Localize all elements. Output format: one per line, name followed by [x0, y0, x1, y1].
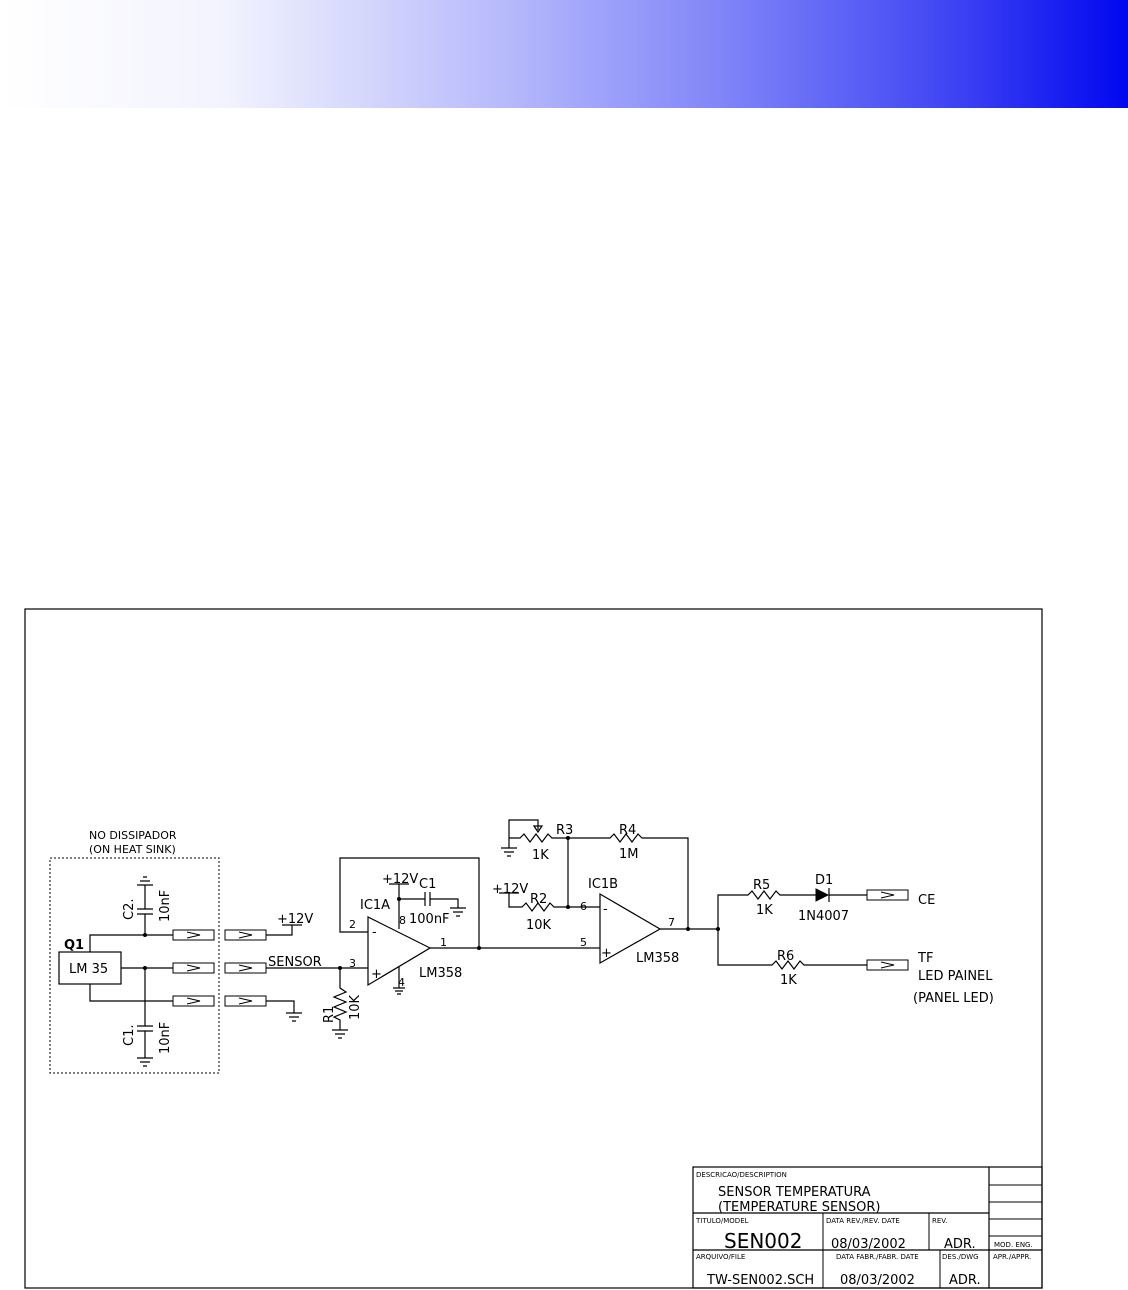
q1-value: LM 35	[69, 962, 108, 977]
drawing-border	[24, 608, 1043, 1289]
r2-ref: R2	[530, 892, 547, 907]
ic1a-opamp: - + IC1A LM358 2 3 1 4 8	[349, 898, 462, 989]
r4-ref: R4	[619, 823, 636, 838]
d1-ref: D1	[815, 873, 833, 888]
c1-bottom-ref: C1.	[122, 1025, 137, 1046]
title-appr-label: APR./APPR.	[993, 1253, 1031, 1261]
r3-trimpot: R3 1K	[501, 819, 573, 863]
title-block: DESCRICAO/DESCRIPTION SENSOR TEMPERATURA…	[692, 1166, 1043, 1289]
svg-text:-: -	[372, 925, 377, 940]
c2-ref: C2.	[122, 899, 137, 920]
r2-value: 10K	[526, 918, 552, 933]
r1-ref: R1	[322, 1006, 337, 1023]
output-ce-label: CE	[918, 893, 935, 908]
c2-value: 10nF	[158, 890, 173, 922]
connector-pair-sensor	[172, 962, 267, 974]
svg-text:2: 2	[349, 918, 356, 931]
connector-ce	[866, 889, 909, 901]
c2-capacitor: C2. 10nF	[122, 876, 173, 935]
title-fab-date-label: DATA FABR./FABR. DATE	[836, 1253, 919, 1261]
c1-bottom-value: 10nF	[158, 1022, 173, 1054]
svg-text:+: +	[371, 967, 382, 982]
title-dwg: ADR.	[949, 1273, 981, 1288]
svg-text:+: +	[601, 946, 612, 961]
junction-dot	[477, 946, 481, 950]
r3-value: 1K	[532, 848, 549, 863]
c1-heatsink-capacitor: C1. 10nF	[122, 968, 173, 1067]
heat-sink-label: NO DISSIPADOR	[89, 829, 177, 842]
ic1b-opamp: - + IC1B LM358 6 5 7	[580, 877, 679, 966]
svg-text:4: 4	[398, 976, 405, 989]
c1-value: 100nF	[409, 912, 450, 927]
heat-sink-region: NO DISSIPADOR (ON HEAT SINK)	[49, 829, 220, 1074]
d1-value: 1N4007	[798, 909, 849, 924]
svg-text:7: 7	[668, 916, 675, 929]
r2-resistor: +12V R2 10K	[492, 882, 600, 933]
title-desc: SENSOR TEMPERATURA	[718, 1185, 871, 1200]
r5-resistor: R5 1K	[753, 878, 773, 918]
title-desc-label: DESCRICAO/DESCRIPTION	[696, 1171, 787, 1179]
title-model: SEN002	[724, 1229, 802, 1253]
title-model-label: TITULO/MODEL	[695, 1217, 749, 1225]
r5-value: 1K	[756, 903, 773, 918]
svg-text:-: -	[603, 902, 608, 917]
net-plus12-label: +12V	[277, 912, 313, 927]
net-sensor-label: SENSOR	[268, 955, 322, 970]
title-desc-en: (TEMPERATURE SENSOR)	[718, 1200, 881, 1215]
svg-text:5: 5	[580, 936, 587, 949]
c1-ref: C1	[419, 877, 436, 892]
r6-ref: R6	[777, 949, 794, 964]
r2-plus12-label: +12V	[492, 882, 528, 897]
r6-resistor: R6 1K	[777, 949, 797, 988]
r1-resistor: R1 10K	[322, 968, 363, 1039]
title-mod-label: MOD. ENG.	[994, 1241, 1033, 1249]
q1-ref: Q1	[64, 938, 84, 953]
r6-value: 1K	[780, 973, 797, 988]
ic1b-ref: IC1B	[588, 877, 618, 892]
ground-symbol	[266, 1000, 302, 1022]
title-rev-date: 08/03/2002	[831, 1237, 906, 1252]
ic1a-plus12-label: +12V	[382, 872, 418, 887]
ic1b-part: LM358	[636, 951, 679, 966]
heat-sink-label-en: (ON HEAT SINK)	[89, 843, 176, 856]
title-rev-label: REV.	[932, 1217, 947, 1225]
title-fab-date: 08/03/2002	[840, 1273, 915, 1288]
ic1a-ref: IC1A	[360, 898, 390, 913]
svg-text:8: 8	[399, 914, 406, 927]
output-led-label: LED PAINEL	[918, 969, 993, 984]
title-file-label: ARQUIVO/FILE	[696, 1253, 745, 1261]
title-file: TW-SEN002.SCH	[706, 1273, 814, 1288]
connector-pair-plus12	[172, 929, 267, 941]
title-rev: ADR.	[944, 1237, 976, 1252]
r3-ref: R3	[556, 823, 573, 838]
c1-decoupling-capacitor: C1 100nF	[399, 877, 466, 927]
r4-value: 1M	[619, 847, 639, 862]
svg-text:6: 6	[580, 900, 587, 913]
r5-ref: R5	[753, 878, 770, 893]
svg-text:1: 1	[440, 936, 447, 949]
output-tf-label: TF	[917, 951, 933, 966]
svg-text:3: 3	[349, 957, 356, 970]
d1-diode: D1 1N4007	[798, 873, 867, 924]
r1-value: 10K	[348, 994, 363, 1020]
connector-tf	[866, 959, 909, 971]
ic1a-part: LM358	[419, 966, 462, 981]
title-rev-date-label: DATA REV./REV. DATE	[826, 1217, 900, 1225]
output-led-label-en: (PANEL LED)	[913, 991, 994, 1006]
r4-resistor: R4 1M	[568, 823, 689, 929]
header-gradient-banner	[0, 0, 1128, 108]
title-dwg-label: DES./DWG	[942, 1253, 979, 1261]
